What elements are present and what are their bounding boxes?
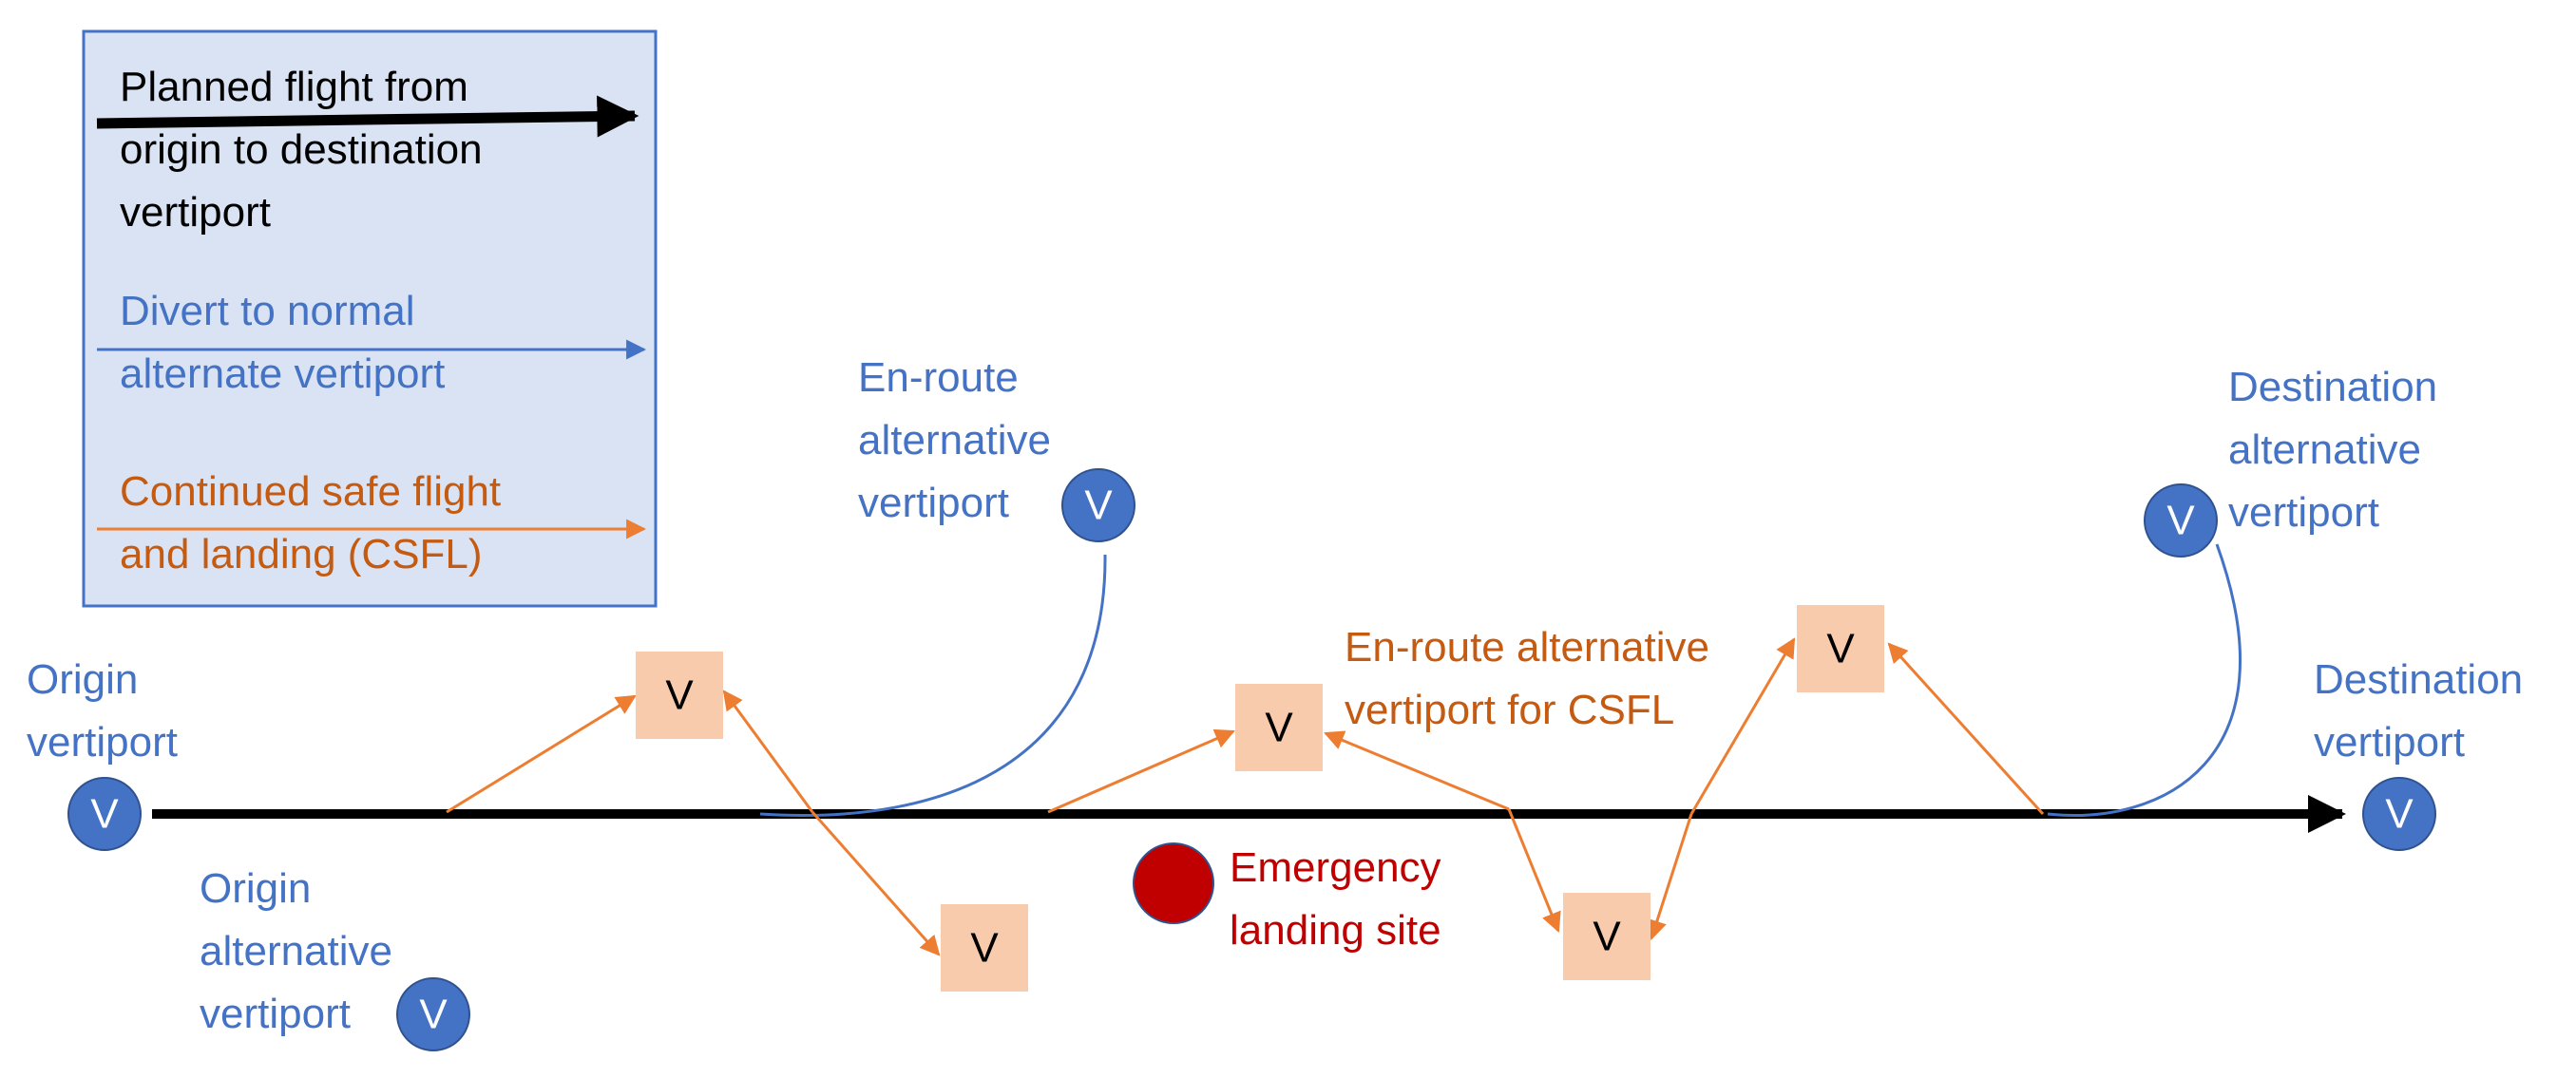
csfl-vertiport-4: V [1563,893,1651,980]
legend: Planned flight from origin to destinatio… [82,29,658,608]
emergency-landing-site-label: Emergency landing site [1230,844,1453,954]
csfl-arrow-4 [1047,728,1235,814]
csfl-arrow-9 [1887,642,2045,816]
csfl-arrow-3 [811,811,941,956]
origin-vertiport-label: Origin vertiport [27,656,178,766]
csfl-vertiport-3: V [1235,684,1323,771]
svg-text:V: V [419,992,448,1038]
svg-text:V: V [1084,482,1113,529]
svg-text:V: V [2385,791,2414,838]
origin-alt-vertiport-label: Origin alternative vertiport [200,865,404,1037]
svg-text:V: V [90,791,119,838]
legend-planned-text: Planned flight from origin to destinatio… [120,64,494,236]
csfl-arrow-1 [446,694,637,814]
svg-text:V: V [1593,914,1621,960]
enroute-csfl-label: En-route alternative vertiport for CSFL [1345,624,1721,733]
dest-alt-vertiport-label: Destination alternative vertiport [2228,364,2449,536]
origin-vertiport-symbol: V [67,777,142,851]
origin-alt-vertiport-symbol: V [396,977,470,1051]
csfl-arrow-8 [1647,813,1693,940]
enroute-alt-vertiport-symbol: V [1061,468,1135,542]
enroute-alt-vertiport-label: En-route alternative vertiport [858,354,1062,526]
csfl-vertiport-5: V [1797,605,1884,692]
csfl-arrows [446,637,2045,956]
svg-text:V: V [665,672,694,719]
destination-vertiport-label: Destination vertiport [2314,656,2534,766]
destination-vertiport-symbol: V [2362,777,2436,851]
legend-planned-arrow [96,95,639,138]
csfl-vertiport-2: V [941,904,1028,992]
destination-divert-curve [2047,543,2242,817]
svg-text:V: V [970,925,999,972]
legend-csfl-text: Continued safe flight and landing (CSFL) [120,468,512,577]
csfl-arrow-6 [1507,808,1561,933]
emergency-landing-site-marker [1133,842,1214,924]
enroute-divert-curve [759,554,1107,817]
svg-text:V: V [2166,498,2195,544]
dest-alt-vertiport-symbol: V [2144,483,2218,558]
csfl-arrow-2 [722,690,814,813]
csfl-vertiport-1: V [636,652,723,739]
csfl-arrow-7 [1689,637,1796,815]
csfl-arrow-5 [1324,730,1510,811]
svg-text:V: V [1826,626,1855,672]
svg-text:V: V [1265,705,1293,751]
legend-divert-text: Divert to normal alternate vertiport [120,288,445,397]
